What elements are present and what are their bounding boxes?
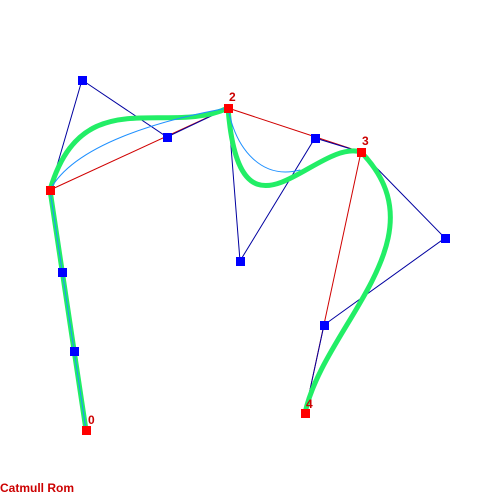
point-label-2: 2 (229, 90, 236, 104)
control-polygon-seg3 (227, 107, 362, 263)
control-point[interactable] (70, 347, 79, 356)
interpolation-point-4[interactable] (301, 409, 310, 418)
spline-curve-core (49, 107, 301, 431)
control-points (58, 76, 450, 356)
interpolation-point-1[interactable] (46, 186, 55, 195)
interpolation-point-0[interactable] (82, 426, 91, 435)
control-point[interactable] (58, 268, 67, 277)
caption-label: Catmull Rom (0, 481, 75, 495)
interpolation-point-2[interactable] (224, 104, 233, 113)
control-point[interactable] (441, 234, 450, 243)
spline-curve (47, 105, 393, 433)
control-polygon-seg2 (49, 79, 229, 191)
interpolation-points (46, 104, 366, 435)
control-point[interactable] (163, 133, 172, 142)
interpolation-point-3[interactable] (357, 148, 366, 157)
point-labels: 0 2 3 4 (88, 90, 369, 427)
point-label-0: 0 (88, 413, 95, 427)
chord-p2-p3 (227, 107, 362, 153)
point-label-3: 3 (362, 134, 369, 148)
control-point[interactable] (311, 134, 320, 143)
control-point[interactable] (78, 76, 87, 85)
point-label-4: 4 (306, 397, 313, 411)
control-point[interactable] (320, 321, 329, 330)
control-point[interactable] (236, 257, 245, 266)
control-polygon-seg4 (304, 151, 446, 414)
spline-curve-outer (47, 105, 393, 433)
chord-lines (49, 107, 362, 414)
